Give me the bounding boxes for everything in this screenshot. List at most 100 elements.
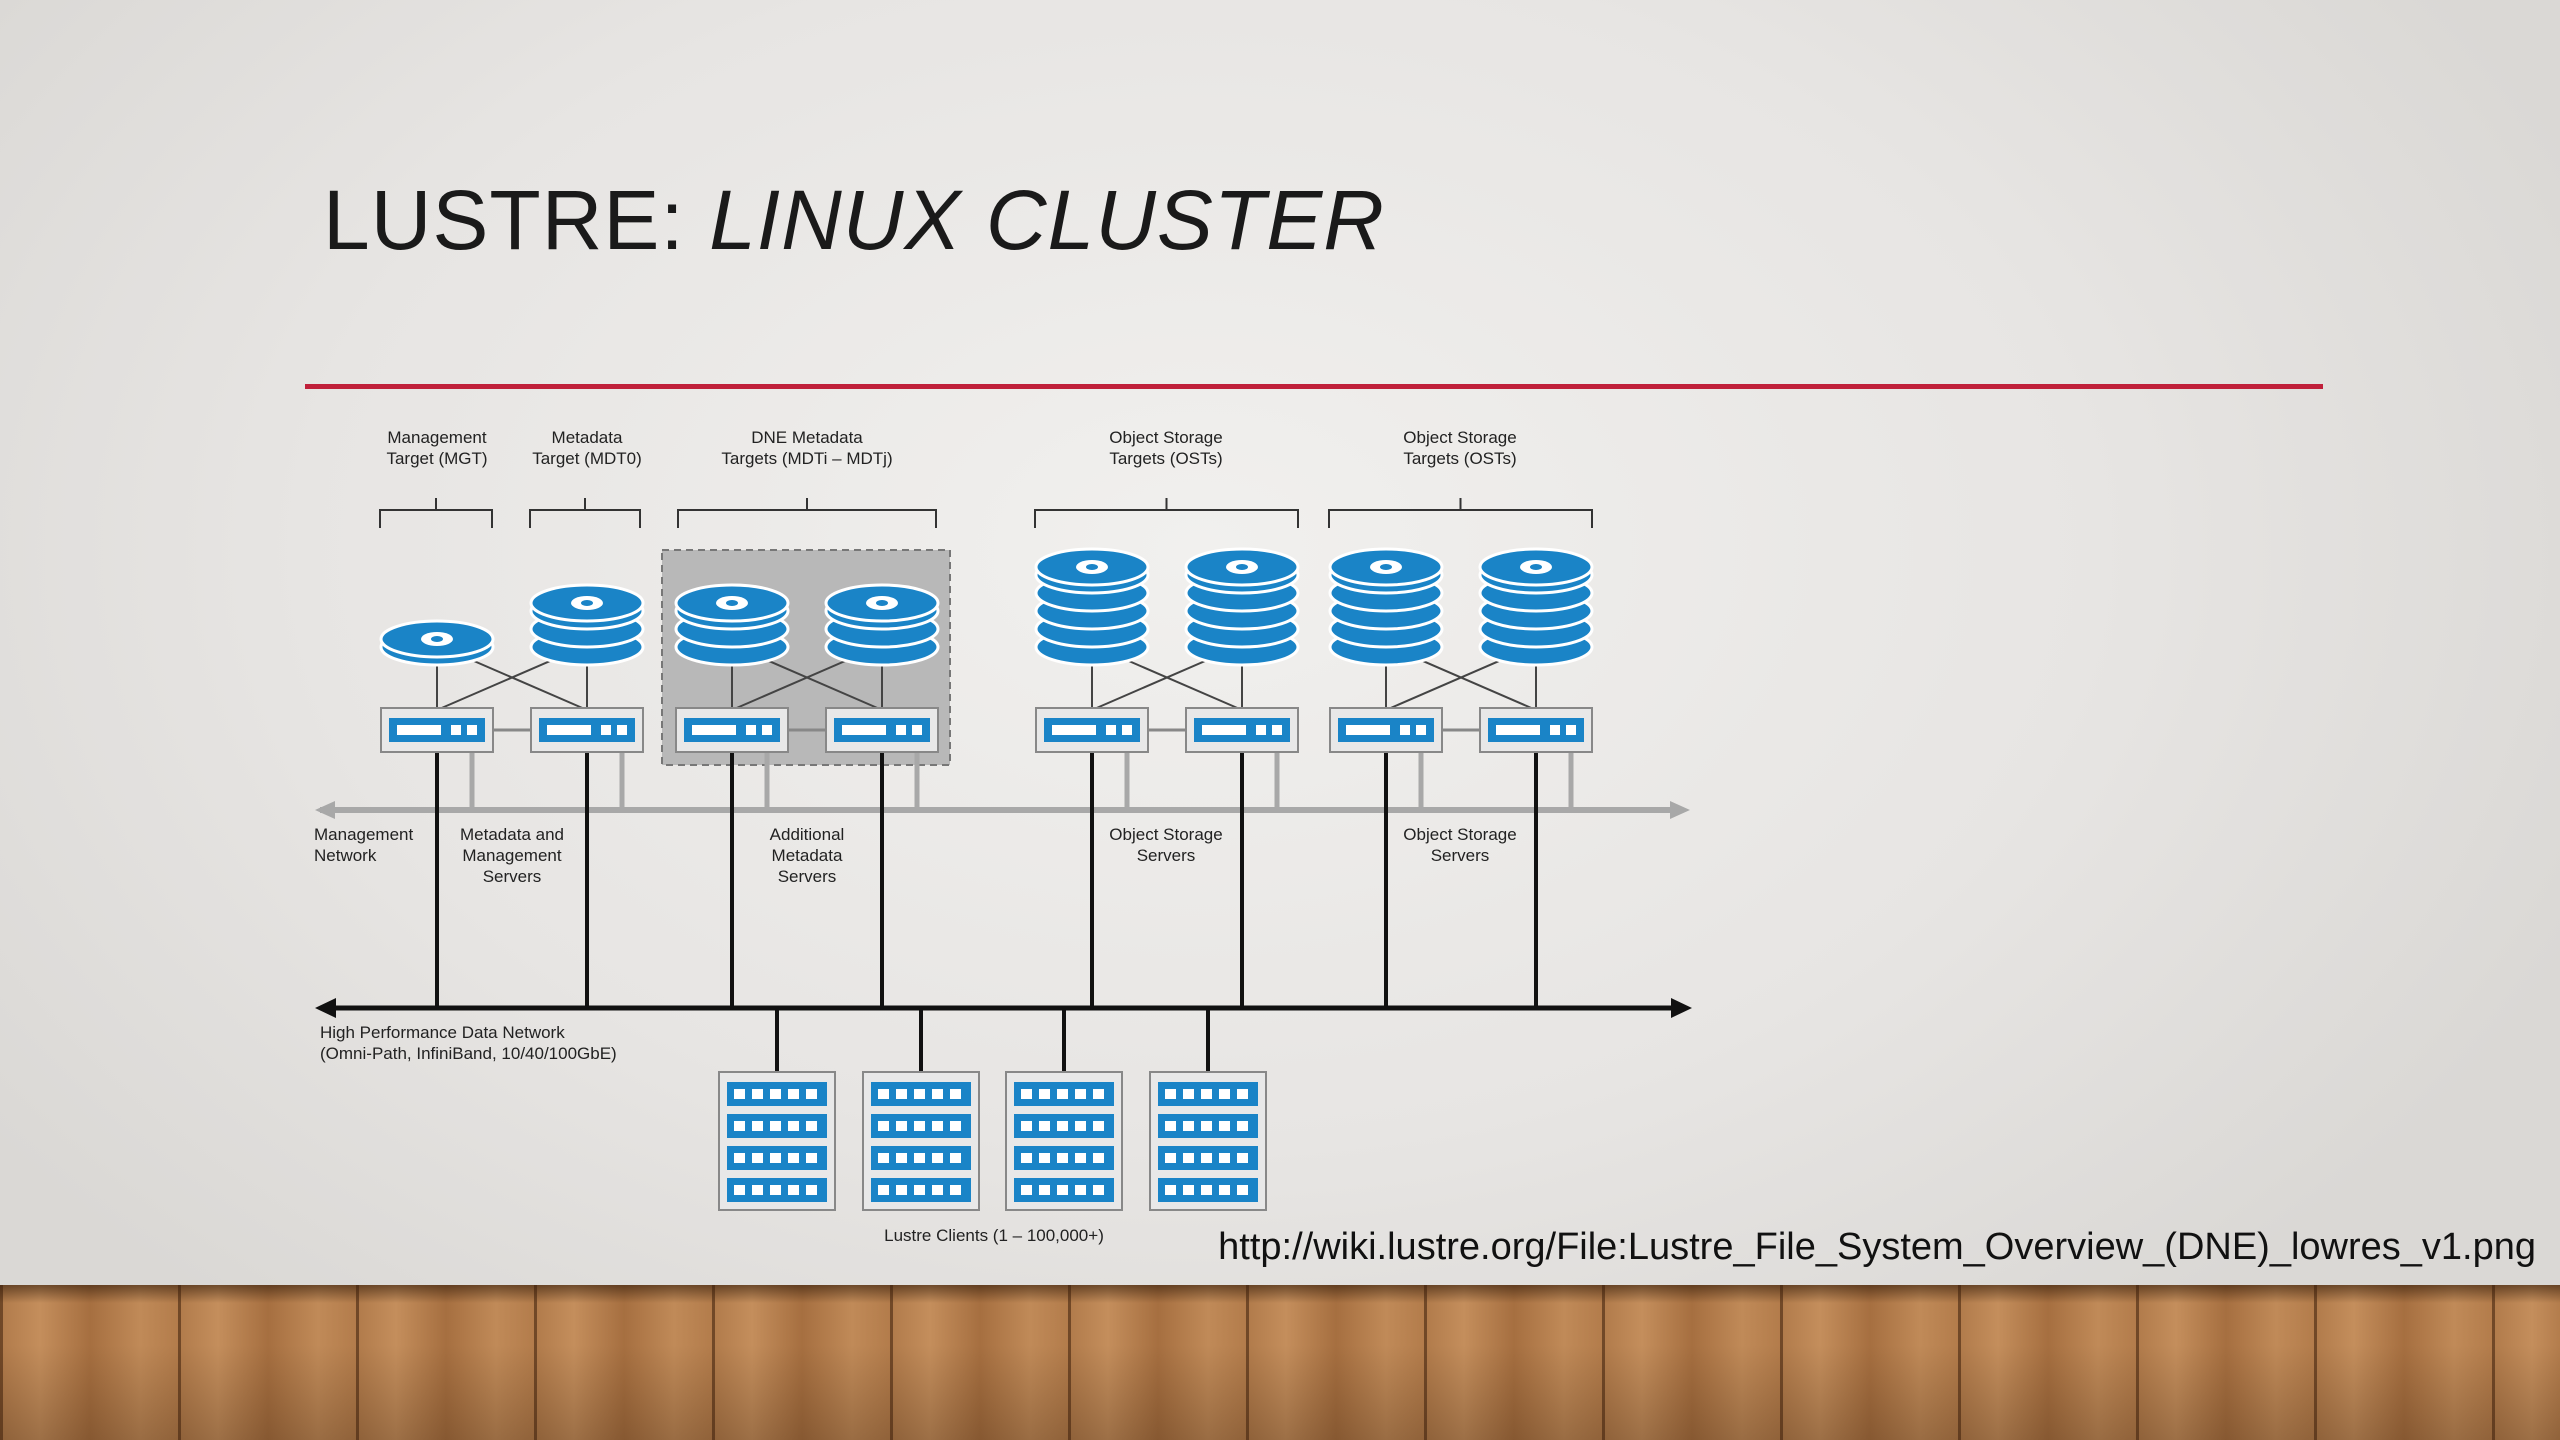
disk-stack-icon [529,583,645,667]
client-port [1021,1185,1032,1195]
client-port [806,1153,817,1163]
disk-spindle [581,600,593,606]
disk-spindle [431,636,443,642]
slide-title: LUSTRE: LINUX CLUSTER [323,172,1385,269]
client-port [932,1153,943,1163]
title-plain: LUSTRE: [323,173,710,267]
target-bracket [1034,509,1299,528]
server-led [762,725,772,735]
client-port [896,1185,907,1195]
target-bracket [379,509,493,528]
disk-spindle [1236,564,1248,570]
server-led [1256,725,1266,735]
server-drive-slot [842,725,886,735]
server-drive-slot [397,725,441,735]
client-port [1237,1089,1248,1099]
disk-stack-icon [1034,547,1150,667]
client-port [734,1185,745,1195]
server-node [1035,707,1149,753]
client-port [950,1089,961,1099]
client-port [1057,1185,1068,1195]
client-rack-icon [1149,1071,1267,1211]
management-network-label-line: Management [314,825,414,844]
client-port [914,1185,925,1195]
server-led [1400,725,1410,735]
client-port [878,1153,889,1163]
server-led [451,725,461,735]
client-port [1219,1185,1230,1195]
server-node [1479,707,1593,753]
mdt0-label-line: Target (MDT0) [532,449,642,468]
client-port [770,1089,781,1099]
management-network-label-line: Network [314,846,377,865]
client-port [1075,1089,1086,1099]
client-port [914,1121,925,1131]
disk-stack-icon [824,583,940,667]
client-port [1057,1121,1068,1131]
server-drive-slot [1202,725,1246,735]
client-port [932,1121,943,1131]
client-port [932,1185,943,1195]
server-node [675,707,789,753]
ost2-label-line: Object Storage [1403,428,1516,447]
server-led [617,725,627,735]
client-port [1165,1185,1176,1195]
arrowhead-left [315,801,335,819]
client-port [878,1121,889,1131]
clients-label: Lustre Clients (1 – 100,000+) [884,1226,1104,1245]
server-drive-slot [692,725,736,735]
client-port [932,1089,943,1099]
disk-spindle [726,600,738,606]
client-port [1201,1153,1212,1163]
dne-label-line: Targets (MDTi – MDTj) [721,449,892,468]
source-url[interactable]: http://wiki.lustre.org/File:Lustre_File_… [1218,1226,2536,1268]
meta-mgmt-servers-label-line: Management [462,846,562,865]
client-port [1021,1089,1032,1099]
server-node [825,707,939,753]
client-port [896,1121,907,1131]
server-drive-slot [1346,725,1390,735]
target-bracket [529,509,641,528]
wooden-floor [0,1285,2560,1440]
additional-metadata-servers-label-line: Additional [770,825,845,844]
client-port [1093,1185,1104,1195]
client-port [734,1121,745,1131]
disk-stack-icon [1478,547,1594,667]
server-node [530,707,644,753]
client-port [1237,1121,1248,1131]
arrowhead-right [1671,998,1692,1018]
client-port [1075,1121,1086,1131]
client-port [878,1185,889,1195]
additional-metadata-servers-label-line: Servers [778,867,837,886]
client-port [1075,1185,1086,1195]
client-port [1093,1121,1104,1131]
client-port [788,1121,799,1131]
client-port [1057,1153,1068,1163]
server-led [912,725,922,735]
title-italic: LINUX CLUSTER [709,173,1385,267]
server-drive-slot [547,725,591,735]
client-port [734,1089,745,1099]
client-port [1183,1153,1194,1163]
disk-spindle [1086,564,1098,570]
mgt-label-line: Target (MGT) [386,449,487,468]
server-led [601,725,611,735]
client-port [1201,1185,1212,1195]
server-node [380,707,494,753]
client-port [1183,1185,1194,1195]
client-port [752,1121,763,1131]
client-port [788,1185,799,1195]
ost2-label-line: Targets (OSTs) [1403,449,1516,468]
client-port [1039,1185,1050,1195]
client-port [1165,1153,1176,1163]
client-port [950,1185,961,1195]
target-bracket [677,509,937,528]
client-port [806,1121,817,1131]
